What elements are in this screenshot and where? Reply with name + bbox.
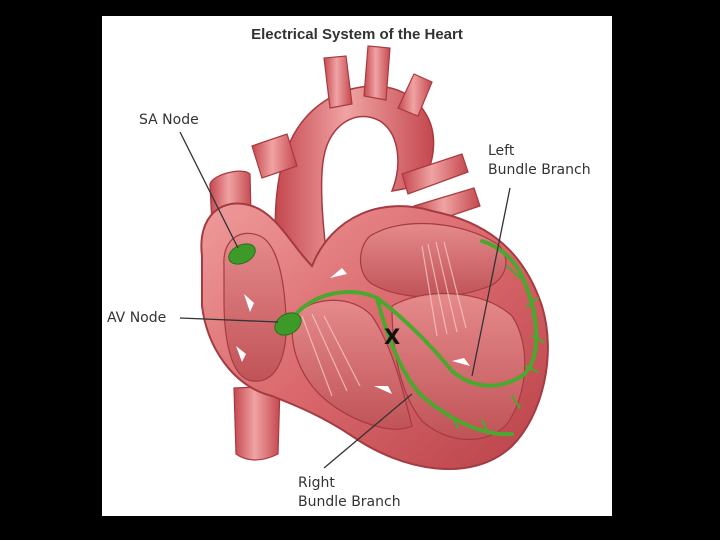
av-node-leader	[179, 317, 279, 323]
label-left-bundle-branch: Left Bundle Branch	[488, 142, 591, 180]
left-bundle-branch	[375, 239, 539, 388]
x-marker: X	[384, 325, 401, 349]
label-right-bundle-branch: Right Bundle Branch	[298, 474, 401, 512]
heart-illustration	[179, 45, 549, 471]
label-left-bundle-branch-line-1: Left	[488, 143, 515, 159]
bundle-of-his	[288, 290, 379, 323]
inferior-vena-cava	[233, 385, 281, 461]
diagram-title: Electrical System of the Heart	[251, 26, 463, 43]
label-right-bundle-branch-line-2: Bundle Branch	[298, 494, 401, 510]
conduction-pathway	[288, 239, 545, 437]
left-ventricle	[391, 292, 526, 441]
sa-node	[228, 243, 256, 265]
flow-arrow	[330, 268, 347, 278]
label-av-node: AV Node	[107, 309, 166, 328]
pulmonary-artery	[251, 133, 298, 179]
diagram-panel: Electrical System of the Heart SA Node A…	[102, 16, 612, 516]
flow-arrows	[236, 268, 470, 394]
right-ventricle	[291, 299, 413, 430]
right-bundle-branch-leader	[323, 393, 413, 469]
label-left-bundle-branch-line-2: Bundle Branch	[488, 162, 591, 178]
valve-tendons	[301, 241, 467, 397]
left-bundle-branch-leader	[471, 187, 511, 377]
sa-node-leader	[179, 131, 239, 249]
flow-arrow	[374, 386, 392, 394]
flow-arrow	[236, 346, 246, 362]
leader-lines	[179, 131, 511, 469]
label-sa-node: SA Node	[139, 111, 199, 130]
flow-arrow	[452, 358, 470, 366]
aorta-branch-2	[363, 45, 391, 101]
pulmonary-vein-1	[401, 153, 469, 195]
label-right-bundle-branch-line-1: Right	[298, 475, 335, 491]
label-av-node-text: AV Node	[107, 310, 167, 326]
flow-arrow	[244, 294, 254, 312]
label-sa-node-text: SA Node	[139, 112, 199, 128]
purkinje-fibers	[451, 265, 545, 433]
av-node	[274, 312, 302, 336]
aorta-branch-1	[323, 55, 353, 109]
aorta-branch-3	[397, 73, 433, 117]
right-bundle-branch	[375, 296, 514, 437]
